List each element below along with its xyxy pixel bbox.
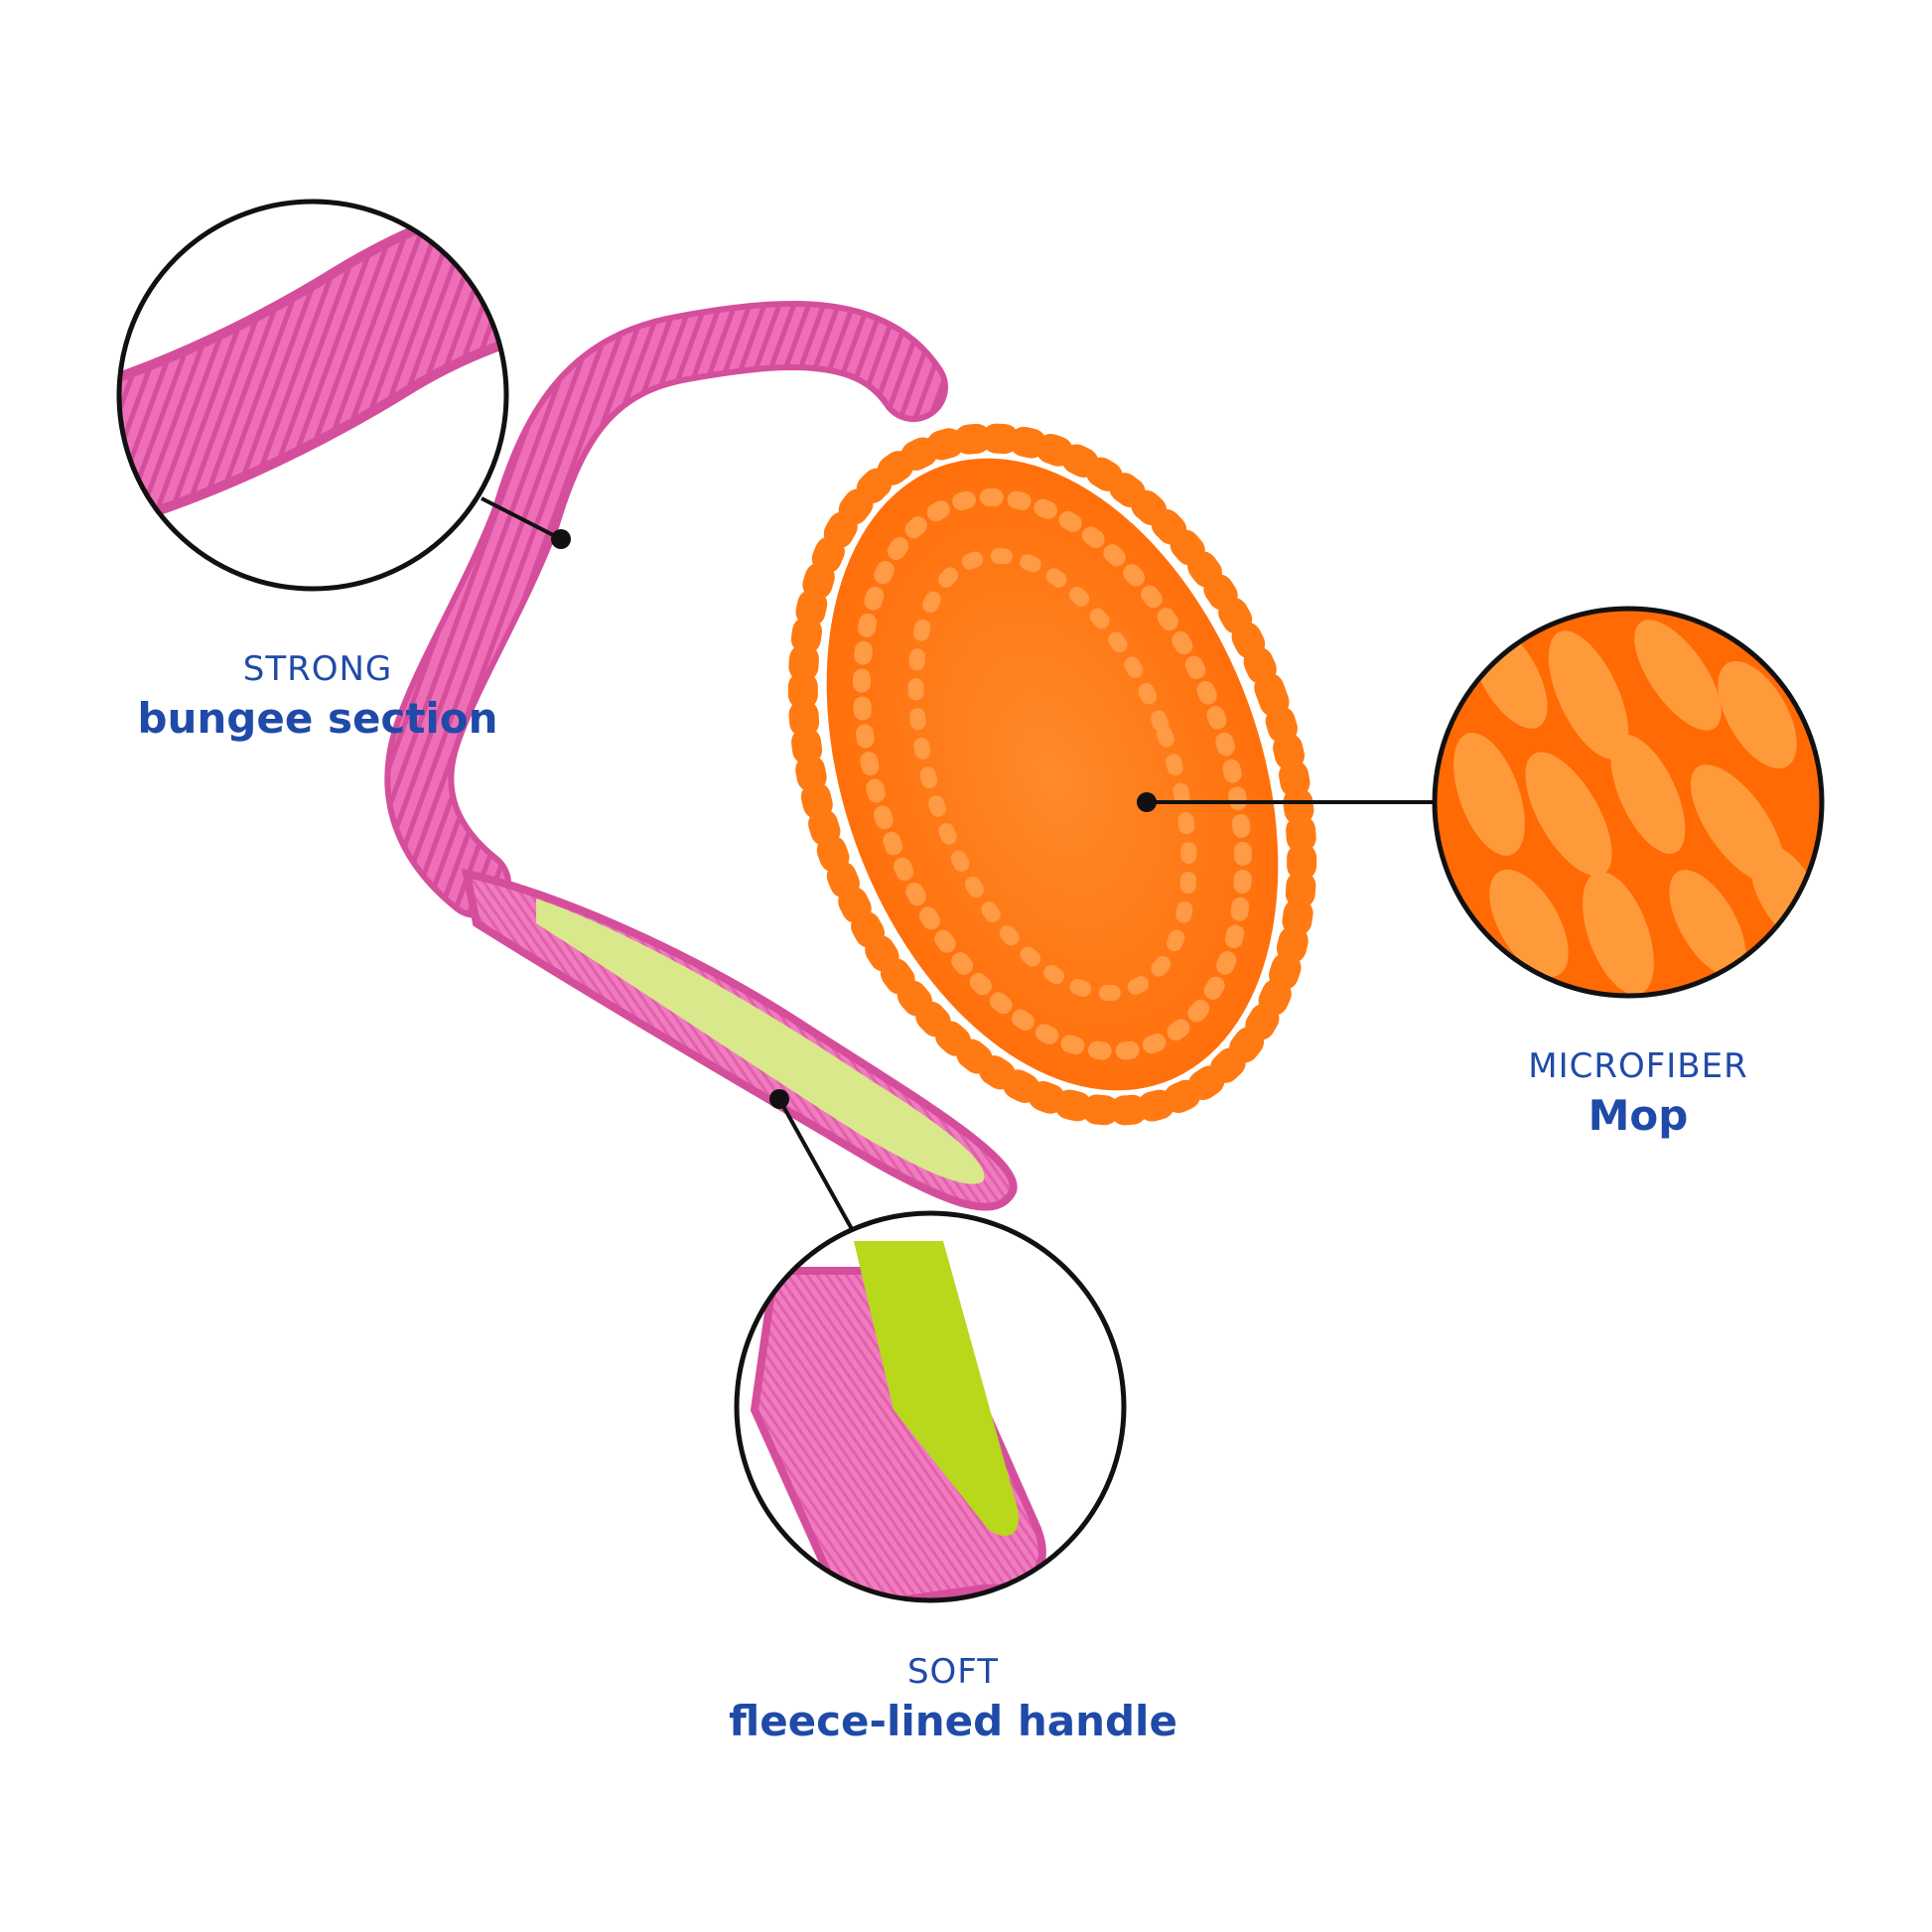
leader-lines xyxy=(481,496,1435,1230)
handle-zoom-circle xyxy=(734,1210,1127,1603)
mop-zoom-circle xyxy=(1432,606,1825,999)
mop-callout-big: Mop xyxy=(1587,1091,1689,1141)
handle-callout-small: SOFT xyxy=(906,1652,1000,1692)
handle-loop xyxy=(461,868,1018,1211)
bungee-callout-small: STRONG xyxy=(242,649,393,689)
bungee-strap xyxy=(384,301,948,918)
mop-head xyxy=(787,423,1317,1126)
mop-callout-small: MICROFIBER xyxy=(1528,1046,1748,1086)
bungee-callout-big: bungee section xyxy=(137,694,498,744)
mop-callout: MICROFIBER Mop xyxy=(1489,1046,1787,1141)
handle-callout: SOFT fleece-lined handle xyxy=(715,1652,1191,1746)
bungee-callout: STRONG bungee section xyxy=(129,649,506,744)
leader-dots xyxy=(551,529,1157,1109)
bungee-zoom-circle xyxy=(116,199,509,592)
handle-callout-big: fleece-lined handle xyxy=(729,1697,1177,1746)
